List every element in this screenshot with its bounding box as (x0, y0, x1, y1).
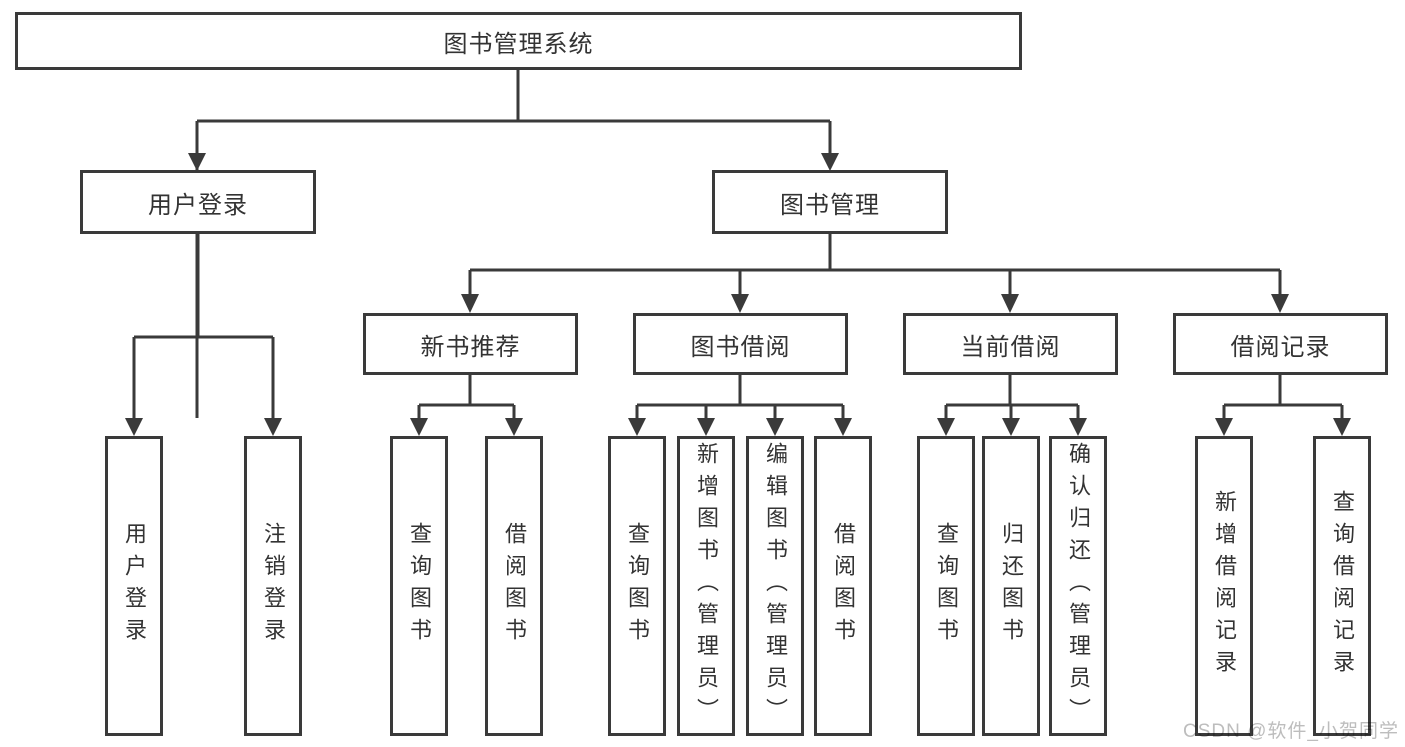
leaf-user-login: 用户登录 (105, 436, 163, 736)
leaf-query-books-recommend-label: 查询图书 (407, 522, 432, 650)
connector-new-book (417, 375, 516, 418)
node-book-management-label: 图书管理 (780, 191, 880, 219)
arrowhead (697, 418, 715, 436)
arrowhead (1002, 418, 1020, 436)
arrowhead (461, 294, 479, 313)
node-book-borrowing-label: 图书借阅 (690, 333, 791, 361)
arrowhead (1271, 294, 1289, 313)
leaf-borrow-books-recommend: 借阅图书 (485, 436, 543, 736)
watermark: CSDN @软件_小贺同学 (1183, 721, 1399, 742)
connector-user-login (132, 234, 275, 418)
arrowhead (731, 294, 749, 313)
leaf-edit-book-admin-label: 编辑图书（管理员） (763, 442, 788, 730)
arrowhead (1069, 418, 1087, 436)
leaf-query-borrow-record-label: 查询借阅记录 (1330, 490, 1355, 682)
connector-book-mgmt (468, 234, 1282, 295)
arrowhead (766, 418, 784, 436)
leaf-edit-book-admin: 编辑图书（管理员） (746, 436, 804, 736)
leaf-query-books-borrowing-label: 查询图书 (625, 522, 650, 650)
leaf-borrow-books-borrowing: 借阅图书 (814, 436, 872, 736)
node-current-borrowing: 当前借阅 (903, 313, 1118, 375)
connector-borrow-records (1222, 375, 1344, 418)
node-user-login-branch-label: 用户登录 (148, 191, 248, 219)
leaf-add-book-admin: 新增图书（管理员） (677, 436, 735, 736)
connector-root (195, 70, 832, 418)
node-root: 图书管理系统 (15, 12, 1022, 70)
leaf-borrow-books-borrowing-label: 借阅图书 (831, 522, 856, 650)
node-current-borrowing-label: 当前借阅 (960, 333, 1061, 361)
node-book-management: 图书管理 (712, 170, 948, 234)
connector-book-borrow (635, 375, 845, 418)
leaf-borrow-books-recommend-label: 借阅图书 (502, 522, 527, 650)
node-borrowing-records-label: 借阅记录 (1230, 333, 1331, 361)
node-root-label: 图书管理系统 (443, 30, 594, 58)
leaf-user-login-label: 用户登录 (122, 522, 147, 650)
leaf-add-borrow-record: 新增借阅记录 (1195, 436, 1253, 736)
arrowhead (1333, 418, 1351, 436)
arrowhead (505, 418, 523, 436)
arrowhead (125, 418, 143, 436)
node-user-login-branch: 用户登录 (80, 170, 316, 234)
arrowhead (1215, 418, 1233, 436)
leaf-query-books-current-label: 查询图书 (934, 522, 959, 650)
leaf-add-book-admin-label: 新增图书（管理员） (694, 442, 719, 730)
leaf-confirm-return-admin-label: 确认归还（管理员） (1066, 442, 1091, 730)
arrowhead (264, 418, 282, 436)
arrowhead (188, 153, 206, 171)
leaf-add-borrow-record-label: 新增借阅记录 (1212, 490, 1237, 682)
connector-current-borrow (944, 375, 1080, 418)
leaf-return-books-label: 归还图书 (999, 522, 1024, 650)
arrowhead (410, 418, 428, 436)
leaf-query-borrow-record: 查询借阅记录 (1313, 436, 1371, 736)
node-new-book-recommendation: 新书推荐 (363, 313, 578, 375)
arrowhead (1001, 294, 1019, 313)
arrowhead (834, 418, 852, 436)
arrowhead (821, 153, 839, 171)
node-borrowing-records: 借阅记录 (1173, 313, 1388, 375)
leaf-return-books: 归还图书 (982, 436, 1040, 736)
arrowhead (937, 418, 955, 436)
leaf-query-books-borrowing: 查询图书 (608, 436, 666, 736)
arrowhead (628, 418, 646, 436)
leaf-confirm-return-admin: 确认归还（管理员） (1049, 436, 1107, 736)
leaf-logout: 注销登录 (244, 436, 302, 736)
node-book-borrowing: 图书借阅 (633, 313, 848, 375)
leaf-query-books-recommend: 查询图书 (390, 436, 448, 736)
leaf-logout-label: 注销登录 (261, 522, 286, 650)
node-new-book-recommendation-label: 新书推荐 (420, 333, 521, 361)
leaf-query-books-current: 查询图书 (917, 436, 975, 736)
